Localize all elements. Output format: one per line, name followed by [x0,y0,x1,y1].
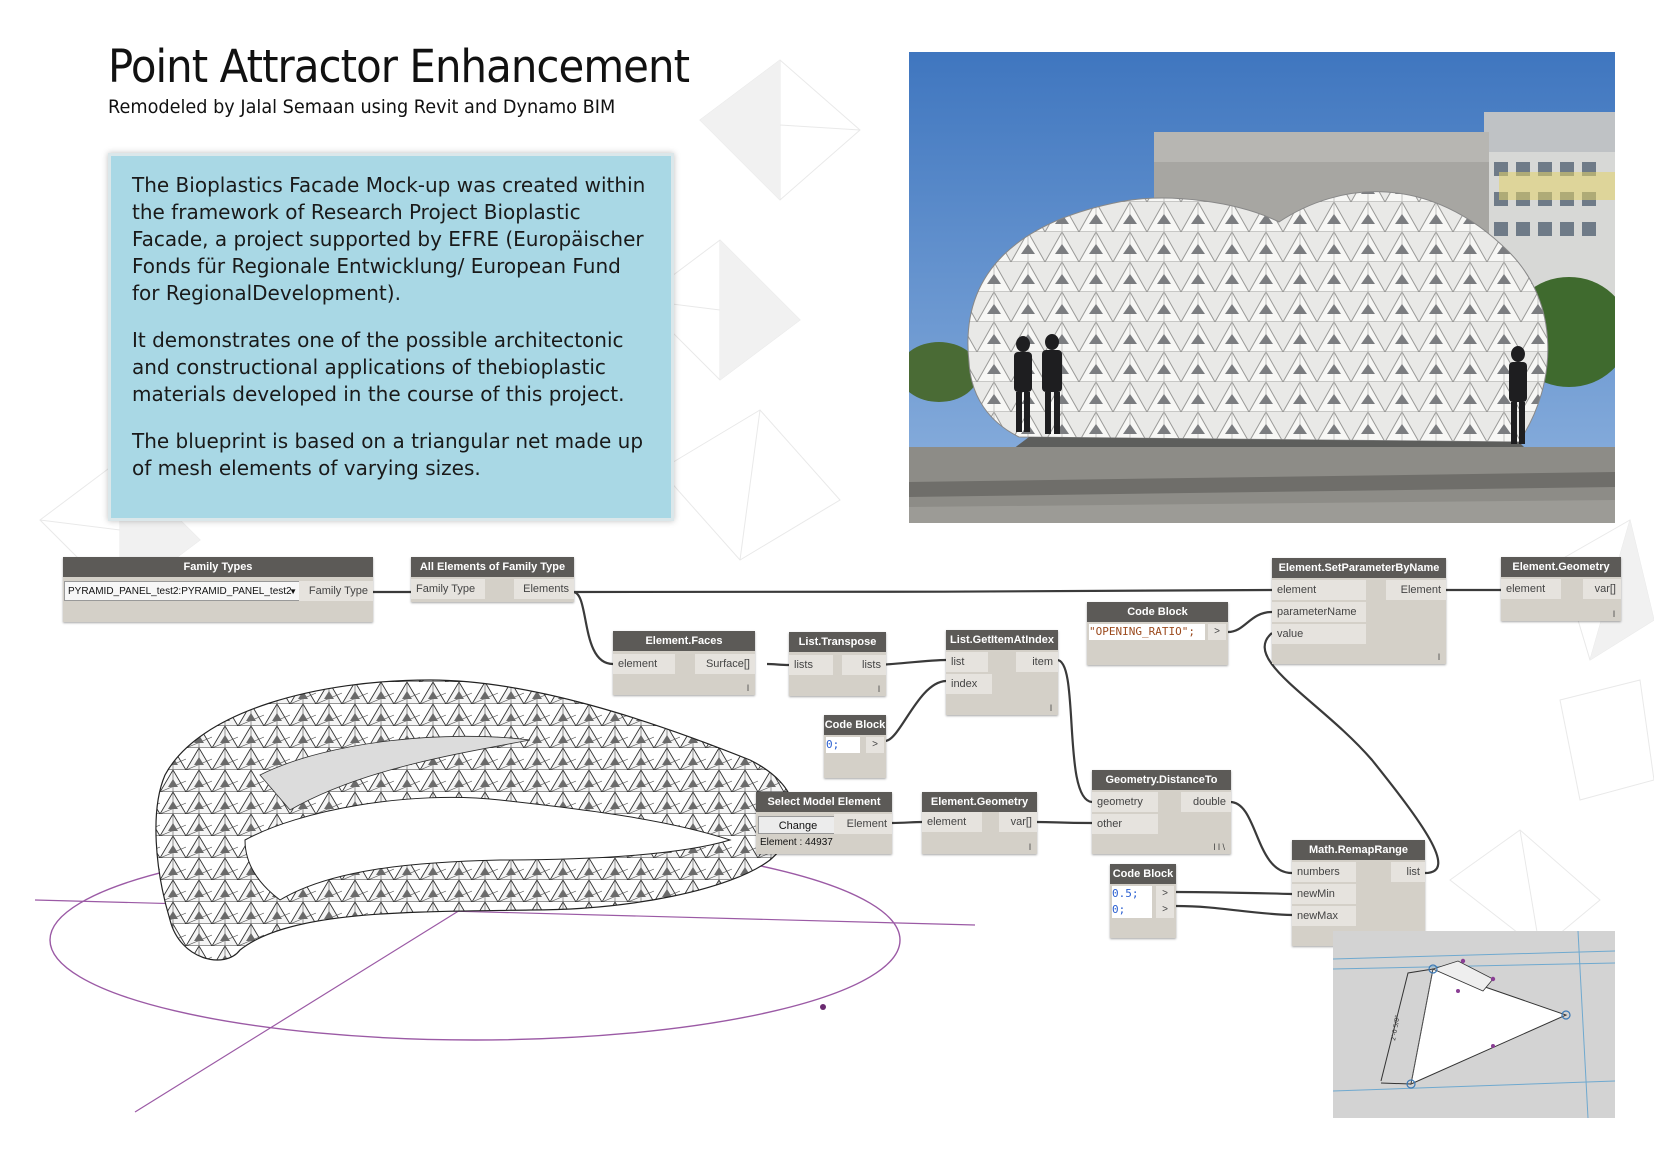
code-text-line-1[interactable]: 0.5; [1112,886,1152,902]
lacing-indicator: l l \ [1213,842,1225,852]
port-input[interactable]: Family Type [411,579,485,599]
port-input-element[interactable]: element [1272,580,1366,600]
port-output[interactable]: Elements [514,579,574,599]
change-button[interactable]: Change [758,816,838,834]
port-input-value[interactable]: value [1272,624,1366,644]
node-distance-to[interactable]: Geometry.DistanceTo geometry other doubl… [1092,770,1231,854]
selected-element-status: Element : 44937 [760,837,833,848]
port-input[interactable]: element [922,812,982,832]
code-output-arrow-2[interactable]: > [1156,902,1174,918]
node-title: Element.Geometry [1501,557,1621,577]
node-title: Select Model Element [756,792,892,812]
node-title: Math.RemapRange [1292,840,1425,860]
description-paragraph-1: The Bioplastics Facade Mock-up was creat… [132,173,646,305]
port-input-other[interactable]: other [1092,814,1158,834]
node-set-parameter[interactable]: Element.SetParameterByName element param… [1272,558,1446,664]
lacing-indicator: l [1050,703,1052,713]
lacing-indicator: l [1613,609,1615,619]
lacing-indicator: l [1438,652,1440,662]
node-title: Family Types [63,557,373,577]
lacing-indicator: l [878,684,880,694]
node-title: Element.Geometry [922,792,1037,812]
port-input[interactable]: element [613,654,675,674]
node-element-geometry-bottom[interactable]: Element.Geometry element var[] l [922,792,1037,854]
port-output[interactable]: double [1181,792,1231,812]
node-code-block-param[interactable]: Code Block "OPENING_RATIO"; > [1087,602,1228,665]
panel-detail-view: 2'-0 5/8" [1333,931,1615,1118]
description-paragraph-3: The blueprint is based on a triangular n… [132,429,644,480]
port-output[interactable]: item [1016,652,1058,672]
port-input-newmax[interactable]: newMax [1292,906,1356,926]
model-3d-view [34,679,976,1113]
code-output-arrow[interactable]: > [866,737,884,753]
port-output[interactable]: Surface[] [695,654,755,674]
port-output[interactable]: Family Type [299,581,373,601]
node-element-geometry-top[interactable]: Element.Geometry element var[] l [1501,557,1621,621]
node-title: Code Block [1087,602,1228,622]
node-title: List.GetItemAtIndex [946,630,1058,650]
description-paragraph-2: It demonstrates one of the possible arch… [132,328,625,406]
lacing-indicator: l [747,683,749,693]
panel-dimension-label: 2'-0 5/8" [1390,1015,1401,1042]
page-subtitle: Remodeled by Jalal Semaan using Revit an… [108,96,616,118]
node-title: Code Block [824,715,886,735]
port-output[interactable]: var[] [999,812,1037,832]
node-title: Element.Faces [613,631,755,651]
code-output-arrow-1[interactable]: > [1156,886,1174,902]
lacing-indicator: l [1029,842,1031,852]
code-text[interactable]: 0; [826,737,860,753]
port-output[interactable]: Element [834,814,892,834]
port-output[interactable]: var[] [1583,579,1621,599]
port-output[interactable]: list [1391,862,1425,882]
node-title: Code Block [1110,864,1176,884]
chevron-down-icon: ▼ [289,587,297,596]
node-code-block-range[interactable]: Code Block 0.5; 0; > > [1110,864,1176,938]
pavilion-photo [909,52,1615,523]
node-list-getitem[interactable]: List.GetItemAtIndex list index item l [946,630,1058,715]
page-title: Point Attractor Enhancement [108,40,690,93]
port-input-newmin[interactable]: newMin [1292,884,1356,904]
node-family-types[interactable]: Family Types PYRAMID_PANEL_test2:PYRAMID… [63,557,373,622]
node-title: Element.SetParameterByName [1272,558,1446,578]
node-title: All Elements of Family Type [411,557,574,577]
description-box: The Bioplastics Facade Mock-up was creat… [108,153,674,521]
port-output[interactable]: Element [1386,580,1446,600]
family-type-selected: PYRAMID_PANEL_test2:PYRAMID_PANEL_test2 [68,586,292,597]
node-list-transpose[interactable]: List.Transpose lists lists l [789,632,886,696]
port-output[interactable]: lists [842,655,886,675]
node-title: List.Transpose [789,632,886,652]
node-remap-range[interactable]: Math.RemapRange numbers newMin newMax li… [1292,840,1425,946]
code-text[interactable]: "OPENING_RATIO"; [1089,624,1205,640]
port-input-index[interactable]: index [946,674,992,694]
port-input[interactable]: lists [789,655,833,675]
node-code-block-index[interactable]: Code Block 0; > [824,715,886,778]
port-input-list[interactable]: list [946,652,988,672]
port-input[interactable]: element [1501,579,1561,599]
code-output-arrow[interactable]: > [1208,624,1226,640]
node-element-faces[interactable]: Element.Faces element Surface[] l [613,631,755,695]
node-title: Geometry.DistanceTo [1092,770,1231,790]
node-all-elements[interactable]: All Elements of Family Type Family Type … [411,557,574,602]
node-select-model-element[interactable]: Select Model Element Change Element Elem… [756,792,892,854]
code-text-line-2[interactable]: 0; [1112,902,1152,918]
family-type-dropdown[interactable]: PYRAMID_PANEL_test2:PYRAMID_PANEL_test2 … [64,581,302,601]
port-input-numbers[interactable]: numbers [1292,862,1356,882]
port-input-parametername[interactable]: parameterName [1272,602,1366,622]
port-input-geometry[interactable]: geometry [1092,792,1158,812]
